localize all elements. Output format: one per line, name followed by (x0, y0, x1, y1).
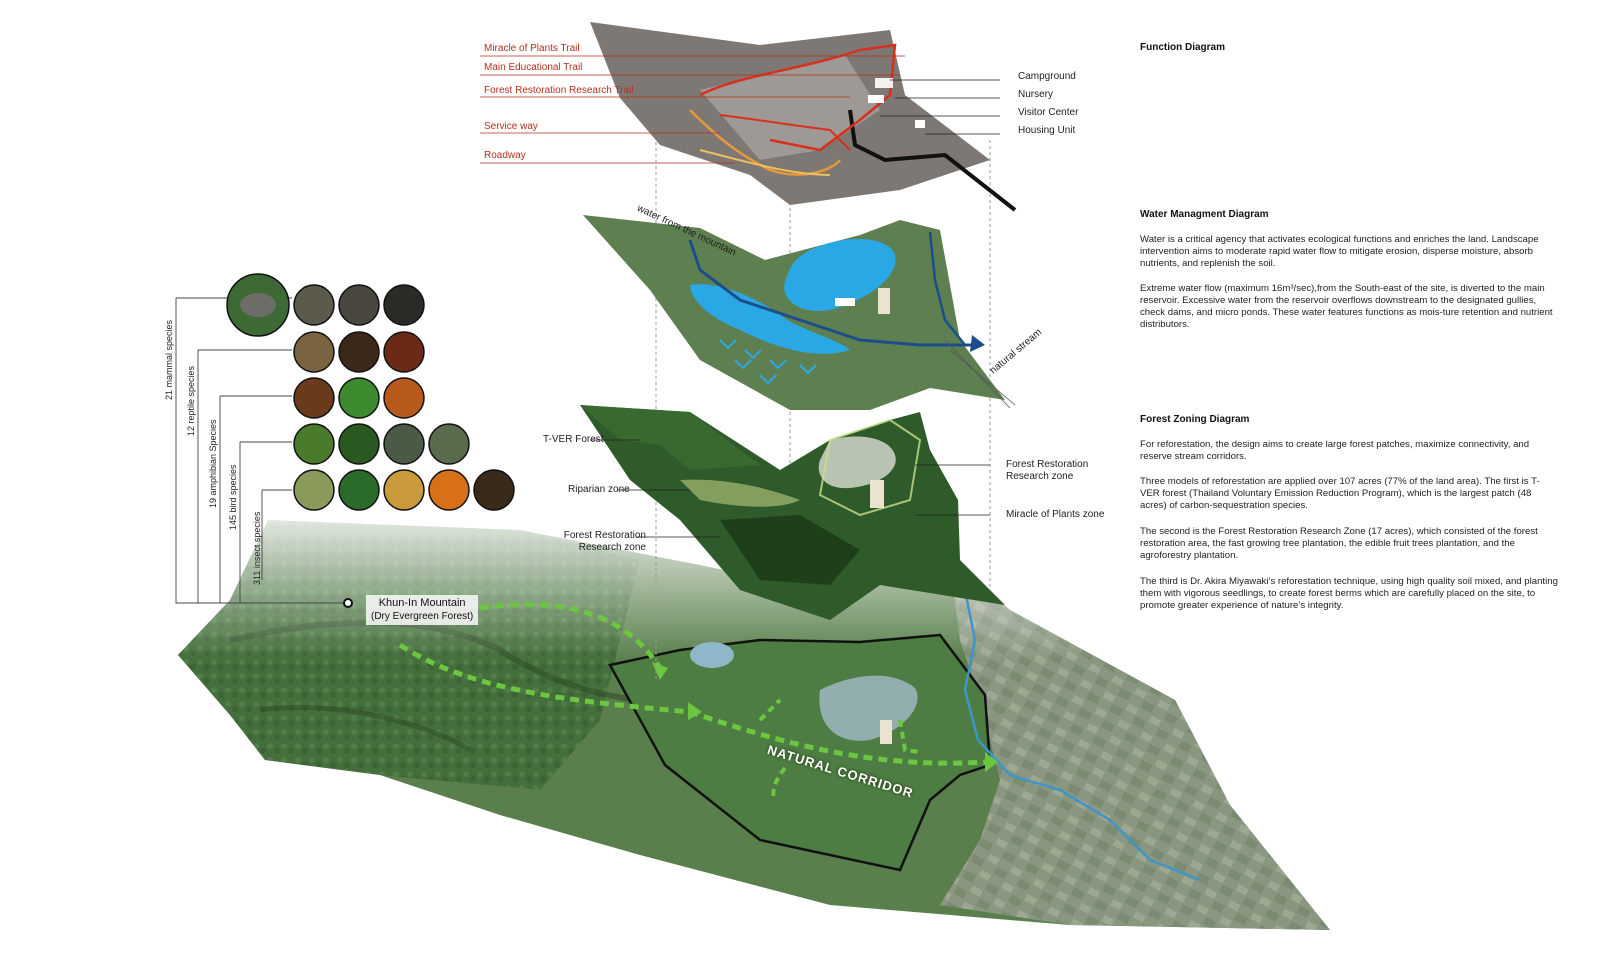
stream-leader-2 (949, 349, 1016, 406)
water-terrain (583, 215, 1005, 410)
amphibian-photo-2 (338, 377, 380, 419)
campground-label: Campground (1018, 71, 1076, 82)
bird-species-label: 145 bird species (228, 464, 238, 530)
site-buildings (880, 720, 892, 744)
bird-photo-4 (428, 423, 470, 465)
restoration-research-zone (720, 515, 860, 585)
pond (690, 642, 734, 668)
insect-photo-4 (428, 469, 470, 511)
research-zone-left-label: Forest Restoration Research zone (540, 530, 646, 554)
corridor-arrowhead (985, 752, 998, 772)
bird-photo-2 (338, 423, 380, 465)
visitor-center-mark (868, 95, 884, 103)
insect-photo-1 (293, 469, 335, 511)
research-zone-right-label: Forest Restoration Research zone (1006, 459, 1088, 483)
east-stream (928, 231, 966, 346)
research-zone-left-line2: Research zone (578, 542, 646, 553)
research-zone-right-line2: Research zone (1006, 471, 1074, 482)
mountain-node (343, 598, 353, 608)
water-building-2 (878, 288, 890, 314)
main-reservoir (784, 239, 896, 311)
bird-photo-1 (293, 423, 335, 465)
mountain-subtitle: (Dry Evergreen Forest) (371, 611, 474, 622)
mountain-callout: Khun-In Mountain (Dry Evergreen Forest) (366, 595, 479, 625)
check-dams (719, 339, 817, 385)
tver-forest-zone (580, 405, 760, 470)
water-layer (583, 215, 1016, 410)
amphibian-species-label: 19 amphibian Species (208, 419, 218, 508)
educational-trail-path (719, 114, 851, 151)
water-paragraph-2: Extreme water flow (maximum 16m³/sec),fr… (1140, 283, 1553, 330)
housing-mark (915, 120, 925, 128)
forest-layer (580, 405, 1005, 620)
tver-forest-label: T-VER Forest (543, 434, 604, 445)
riparian-zone (680, 479, 800, 507)
insect-photo-5 (473, 469, 515, 511)
roadway-label: Roadway (484, 150, 526, 161)
corridor-arrow-branch (758, 698, 921, 801)
zone-outline (818, 418, 922, 517)
riparian-zone-label: Riparian zone (568, 484, 630, 495)
service-way-path (699, 149, 831, 176)
forest-paragraph-1: For reforestation, the design aims to cr… (1140, 439, 1530, 462)
research-trail-label: Forest Restoration Research Trail (484, 85, 634, 96)
water-diagram-heading: Water Managment Diagram (1140, 209, 1269, 220)
research-zone-right-line1: Forest Restoration (1006, 459, 1089, 470)
forest-zoning-heading: Forest Zoning Diagram (1140, 414, 1250, 425)
research-zone-left-line1: Forest Restoration (563, 530, 646, 541)
amphibian-photo-1 (293, 377, 335, 419)
miracle-zone-label: Miracle of Plants zone (1006, 509, 1105, 520)
insect-species-label: 311 insect species (252, 511, 262, 585)
stream-line (963, 589, 1201, 882)
educational-trail-label: Main Educational Trail (484, 62, 583, 73)
roadway-path (848, 109, 1017, 212)
water-flow-line (688, 239, 980, 347)
insect-photo-2 (338, 469, 380, 511)
forest-building (870, 480, 884, 508)
nursery-label: Nursery (1018, 89, 1054, 100)
forest-paragraph-4: The third is Dr. Akira Miyawaki’s refore… (1140, 576, 1558, 611)
function-diagram-heading: Function Diagram (1140, 42, 1226, 53)
campground-mark (875, 78, 893, 88)
mountain-title: Khun-In Mountain (378, 597, 466, 609)
function-layer (480, 22, 1017, 212)
mammal-photo-2 (293, 284, 335, 326)
reptile-photo-1 (293, 331, 335, 373)
housing-unit-label: Housing Unit (1018, 125, 1076, 136)
site-reservoir (819, 675, 918, 741)
miracle-trail-label: Miracle of Plants Trail (484, 43, 580, 54)
bird-photo-3 (383, 423, 425, 465)
lower-water (690, 284, 850, 354)
forest-paragraph-2: Three models of reforestation are applie… (1140, 476, 1540, 511)
visitor-center-label: Visitor Center (1018, 107, 1079, 118)
insect-photo-3 (383, 469, 425, 511)
mammal-species-label: 21 mammal species (164, 319, 174, 400)
species-photos (226, 273, 515, 511)
reptile-species-label: 12 reptile species (186, 365, 196, 436)
research-trail-path (689, 109, 841, 176)
service-way-label: Service way (484, 121, 538, 132)
mammal-photo-3 (338, 284, 380, 326)
reptile-photo-2 (338, 331, 380, 373)
forest-paragraph-3: The second is the Forest Restoration Res… (1140, 526, 1538, 561)
water-building (835, 298, 855, 306)
water-paragraph-1: Water is a critical agency that activate… (1140, 234, 1539, 269)
stream-arrowhead (970, 335, 985, 352)
mammal-photo-4 (383, 284, 425, 326)
corridor-arrowhead-3 (688, 702, 702, 720)
amphibian-photo-3 (383, 377, 425, 419)
stream-leader (944, 339, 1011, 409)
reptile-photo-3 (383, 331, 425, 373)
forest-reservoir (818, 436, 896, 489)
biodiversity-tree (175, 297, 350, 604)
